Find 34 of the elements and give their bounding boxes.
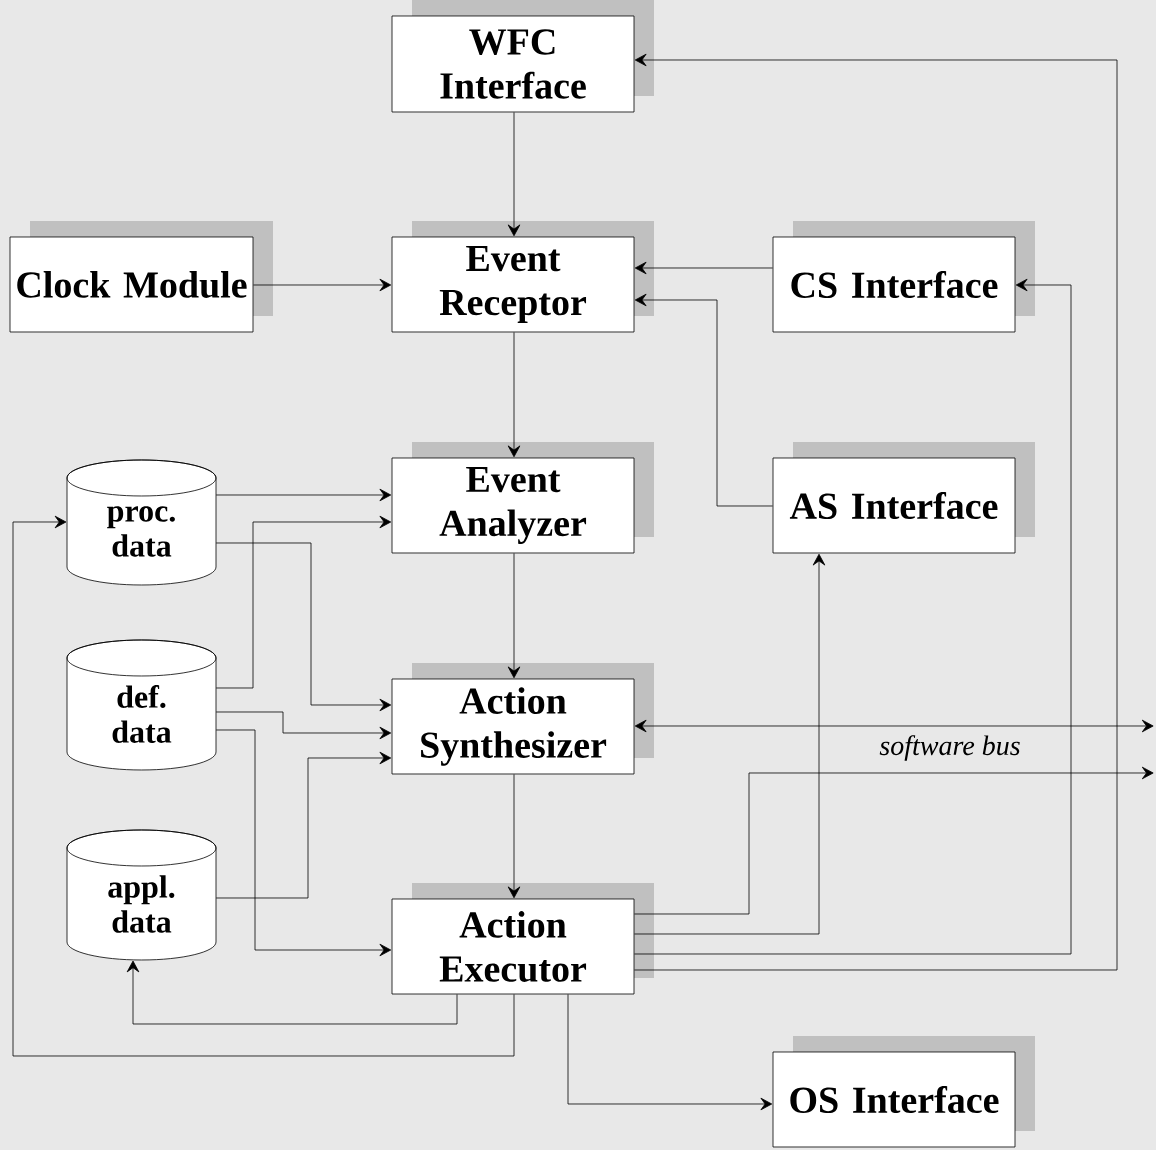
process-box: CS Interface [772,221,1035,333]
process-box: Action Synthesizer [391,663,654,775]
database-cylinder: def. data [66,639,217,771]
arrow [507,112,521,237]
arrow [215,711,392,740]
arrow [634,293,773,507]
process-box: Event Analyzer [391,442,654,554]
arrow [215,488,392,502]
process-box: AS Interface [772,442,1035,554]
process-box: Clock Module [9,221,273,333]
arrow [215,542,392,712]
arrow [634,261,773,275]
arrow [215,515,392,689]
arrow [634,766,1154,915]
process-box: Action Executor [391,883,654,995]
arrow [253,278,392,292]
arrow [507,332,521,458]
arrow [215,751,392,899]
arrow [126,960,458,1025]
arrow [12,515,515,1057]
database-cylinder: appl. data [66,829,217,961]
arrow [634,719,1154,733]
process-box: OS Interface [772,1036,1035,1148]
arrow [567,994,773,1111]
database-cylinder: proc. data [66,459,217,586]
arrow [507,553,521,679]
process-box: Event Receptor [391,221,654,333]
arrow [634,53,1118,971]
arrow [634,278,1072,955]
arrow [507,774,521,899]
arrow [215,729,392,957]
arrow [634,553,826,935]
process-box: WFC Interface [391,0,654,113]
edge-label: software bus [879,735,1020,761]
